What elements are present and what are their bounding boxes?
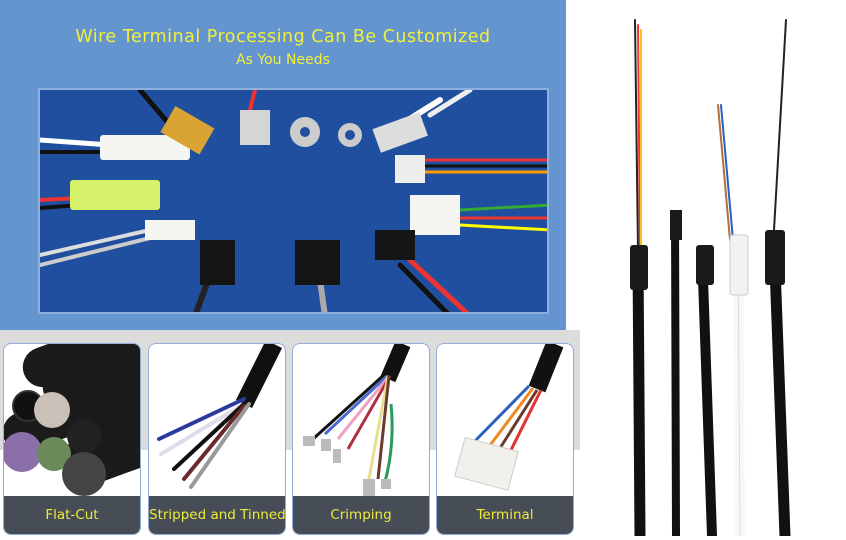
banner-subtitle: As You Needs (236, 52, 330, 68)
promo-banner: Wire Terminal Processing Can Be Customiz… (0, 0, 566, 330)
process-label: Flat-Cut (4, 496, 140, 534)
process-card-crimping: Crimping (292, 343, 430, 535)
process-label: Crimping (293, 496, 429, 534)
process-label: Terminal (437, 496, 573, 534)
process-card-stripped-and-tinned: Stripped and Tinned (148, 343, 286, 535)
banner-title: Wire Terminal Processing Can Be Customiz… (75, 27, 491, 47)
process-label: Stripped and Tinned (149, 496, 285, 534)
process-card-flat-cut: Flat-Cut (3, 343, 141, 535)
cable-assemblies-photo (590, 0, 846, 540)
process-card-terminal: Terminal (436, 343, 574, 535)
terminals-photo (38, 88, 549, 314)
